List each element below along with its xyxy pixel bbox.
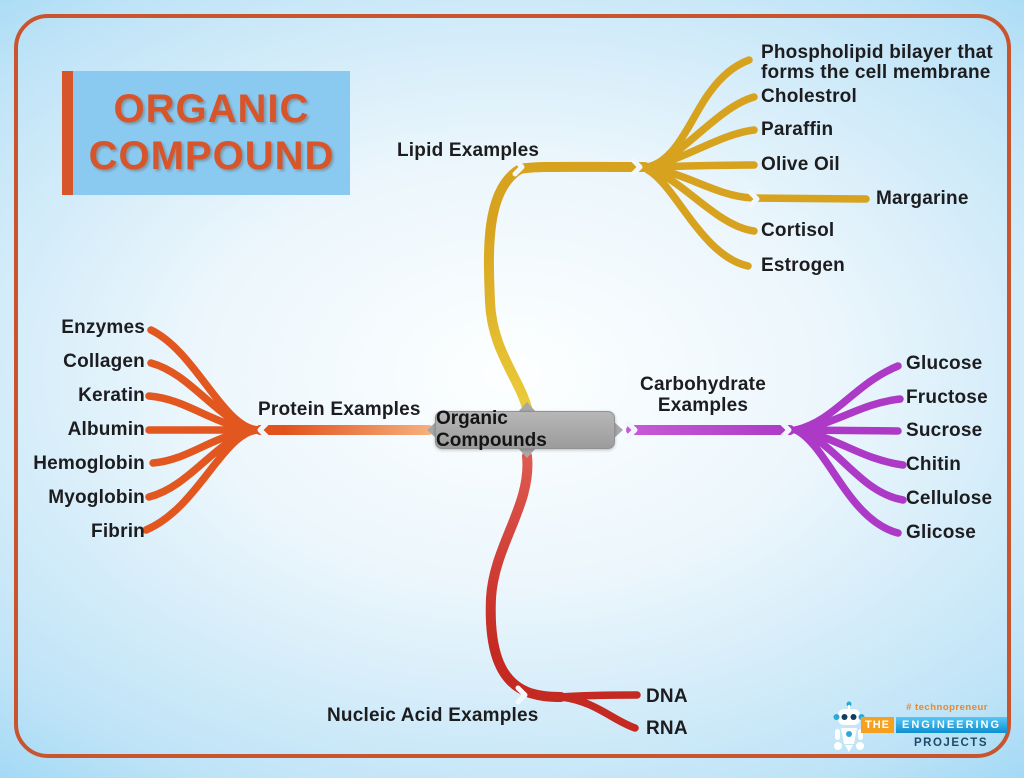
protein-item: Enzymes [61,317,145,338]
robot-logo-icon [833,701,865,752]
logo-word-engineering: ENGINEERING [896,717,1008,733]
page-title: ORGANIC COMPOUND [73,71,350,195]
center-node-label: Organic Compounds [436,408,547,451]
protein-branch-curves [142,326,434,534]
logo-wordmark: THE ENGINEERING [861,717,1008,733]
nucleic-item: DNA [646,686,688,707]
lipid-item: Paraffin [761,119,834,140]
protein-branch-title: Protein Examples [258,399,421,420]
lipid-item: Estrogen [761,255,845,276]
carbohydrate-item: Chitin [906,454,962,475]
lipid-branch-title: Lipid Examples [397,140,540,161]
protein-item: Fibrin [91,521,145,542]
lipid-item: Phospholipid bilayer that forms the cell… [761,42,993,83]
carbohydrate-branch-curves [626,362,907,537]
carbohydrate-item: Cellulose [906,488,993,509]
carbohydrate-branch-title: Carbohydrate Examples [640,374,766,416]
center-node: Organic Compounds [435,408,615,451]
logo-tagline: # technopreneur [906,702,988,713]
lipid-branch-curves [483,56,870,413]
lipid-item: Cortisol [761,220,835,241]
carbohydrate-item: Fructose [906,387,988,408]
lipid-item: Cholestrol [761,86,857,107]
carbohydrate-item: Glicose [906,522,977,543]
protein-item: Collagen [63,351,145,372]
nucleic-branch-title: Nucleic Acid Examples [327,705,539,726]
nucleic-branch-curves [485,451,641,732]
lipid-item: Margarine [876,188,969,209]
page-title-line1: ORGANIC [113,87,310,131]
protein-item: Hemoglobin [33,453,145,474]
center-node-arrows [427,402,623,458]
carbohydrate-item: Sucrose [906,420,983,441]
protein-item: Keratin [78,385,145,406]
logo-word-the: THE [861,717,894,733]
carbohydrate-item: Glucose [906,353,983,374]
nucleic-item: RNA [646,718,688,739]
logo-word-projects: PROJECTS [914,737,988,749]
protein-item: Myoglobin [48,487,145,508]
title-accent-bar [62,71,73,195]
lipid-item: Olive Oil [761,154,840,175]
page-title-line2: COMPOUND [88,134,335,178]
protein-item: Albumin [67,419,145,440]
